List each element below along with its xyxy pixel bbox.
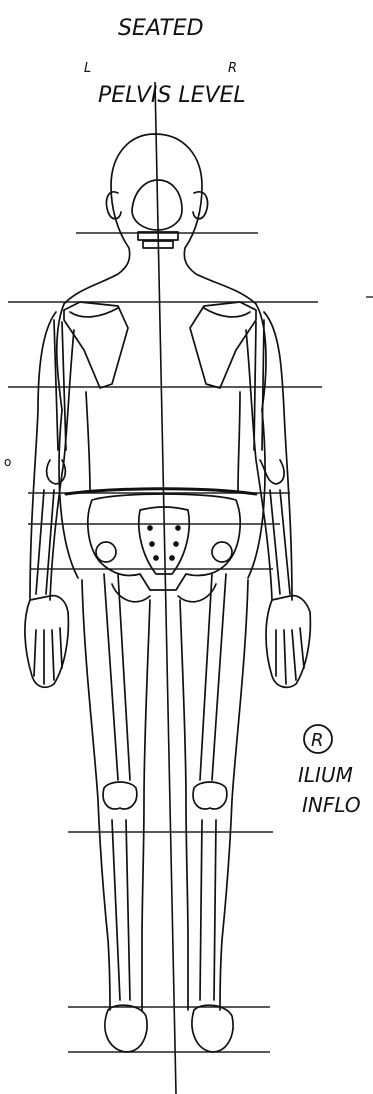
right-foot: [192, 1005, 233, 1052]
right-femur: [200, 574, 226, 780]
sacral-foramen: [176, 526, 180, 530]
circled-side-label: R: [311, 730, 324, 751]
left-leg-outer: [82, 580, 110, 1010]
right-elbow: [260, 460, 284, 484]
torso-left-flank: [86, 392, 90, 492]
left-tibia-fibula: [112, 820, 130, 1000]
note-line-2: INFLO: [302, 793, 361, 817]
circled-side-note: R: [304, 725, 332, 753]
title-seated: SEATED: [118, 16, 204, 41]
vertical-midline: [155, 82, 176, 1094]
head-neck-outline-right: [155, 134, 256, 304]
right-arm-inner: [246, 330, 272, 600]
right-humerus: [254, 320, 264, 450]
sacral-foramen: [174, 542, 178, 546]
left-ischium: [112, 584, 150, 602]
right-hand: [266, 596, 310, 688]
left-hand: [25, 596, 68, 688]
head-neck-outline-left: [64, 134, 155, 304]
margin-mark: o: [4, 455, 11, 469]
sacral-foramen: [150, 542, 154, 546]
right-knee: [193, 782, 227, 809]
left-marker: L: [84, 61, 91, 76]
right-forearm-bones: [270, 490, 290, 594]
note-line-1: ILIUM: [298, 763, 353, 787]
left-femoral-head: [96, 542, 116, 562]
left-knee: [103, 782, 137, 809]
left-scapular-spine: [70, 308, 118, 317]
left-femur: [104, 574, 130, 780]
sacral-foramen: [154, 556, 158, 560]
right-marker: R: [228, 61, 237, 76]
sacral-foramen: [148, 526, 152, 530]
right-leg-outer: [220, 580, 248, 1010]
body-figure: [25, 134, 310, 1052]
left-foot: [105, 1005, 147, 1052]
left-leg-inner: [142, 600, 150, 1010]
subtitle-pelvis-level: PELVIS LEVEL: [98, 83, 246, 108]
right-femoral-head: [212, 542, 232, 562]
right-tibia-fibula: [200, 820, 216, 1000]
torso-right-flank: [238, 392, 240, 492]
right-leg-inner: [180, 600, 188, 1010]
right-scapular-spine: [204, 308, 250, 317]
sacral-foramen: [170, 556, 174, 560]
